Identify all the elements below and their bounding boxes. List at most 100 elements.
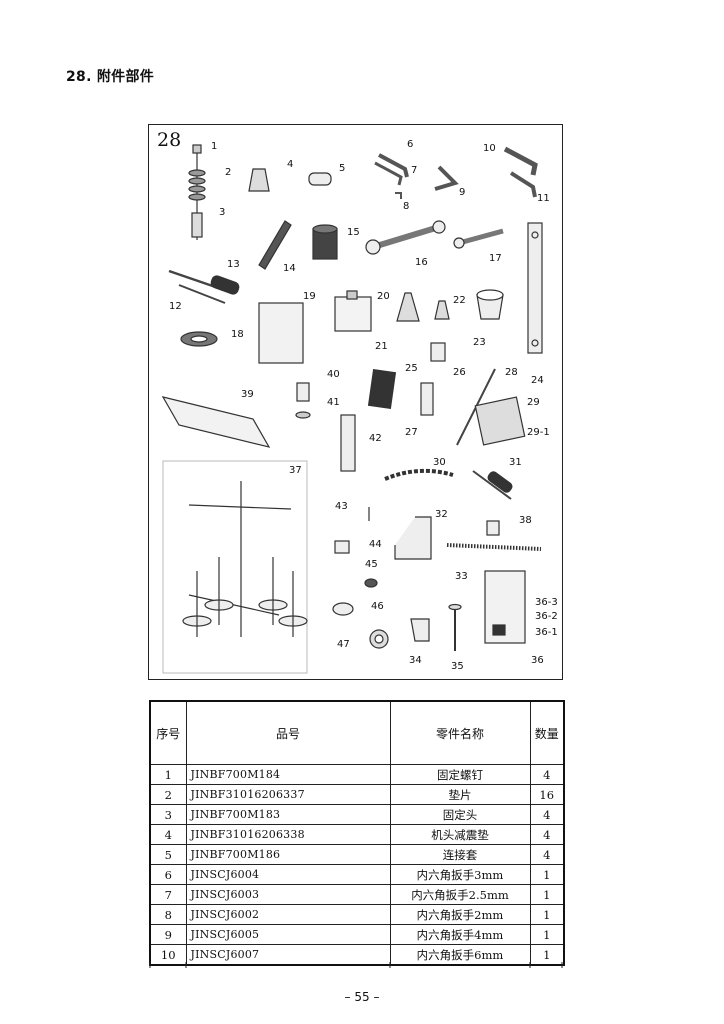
cell-part-number: JINBF700M184 [185, 764, 391, 785]
callout-2: 2 [225, 167, 231, 178]
cell-seq: 10 [149, 944, 187, 966]
callout-11: 11 [537, 193, 550, 204]
cell-quantity: 4 [529, 804, 565, 825]
callout-36-3: 36-3 [535, 597, 558, 608]
cell-part-name: 内六角扳手3mm [389, 864, 531, 885]
callout-31: 31 [509, 457, 522, 468]
callout-44: 44 [369, 539, 382, 550]
cell-part-name: 固定头 [389, 804, 531, 825]
callout-46: 46 [371, 601, 384, 612]
callout-47: 47 [337, 639, 350, 650]
cell-part-number: JINSCJ6004 [185, 864, 391, 885]
cell-part-number: JINBF31016206337 [185, 784, 391, 805]
header-quantity: 数量 [529, 700, 565, 765]
callout-6: 6 [407, 139, 413, 150]
callout-28: 28 [505, 367, 518, 378]
section-title: 28. 附件部件 [66, 69, 155, 85]
callout-17: 17 [489, 253, 502, 264]
cell-part-name: 内六角扳手4mm [389, 924, 531, 945]
callout-20: 20 [377, 291, 390, 302]
cell-quantity: 4 [529, 844, 565, 865]
callout-14: 14 [283, 263, 296, 274]
callout-34: 34 [409, 655, 422, 666]
callout-13: 13 [227, 259, 240, 270]
callout-36-1: 36-1 [535, 627, 558, 638]
cell-part-name: 垫片 [389, 784, 531, 805]
cell-seq: 9 [149, 924, 187, 945]
cell-part-name: 机头减震垫 [389, 824, 531, 845]
cell-part-number: JINSCJ6005 [185, 924, 391, 945]
callout-24: 24 [531, 375, 544, 386]
cell-quantity: 1 [529, 884, 565, 905]
cell-quantity: 4 [529, 824, 565, 845]
cell-part-name: 内六角扳手2mm [389, 904, 531, 925]
cell-quantity: 1 [529, 864, 565, 885]
callout-36: 36 [531, 655, 544, 666]
cell-seq: 5 [149, 844, 187, 865]
cell-seq: 3 [149, 804, 187, 825]
table-continuation-lines [149, 962, 563, 968]
callout-21: 21 [375, 341, 388, 352]
cell-part-number: JINSCJ6003 [185, 884, 391, 905]
header-part-name: 零件名称 [389, 700, 531, 765]
cell-part-number: JINSCJ6007 [185, 944, 391, 966]
cell-part-number: JINBF700M186 [185, 844, 391, 865]
callout-32: 32 [435, 509, 448, 520]
callout-9: 9 [459, 187, 465, 198]
callout-27: 27 [405, 427, 418, 438]
cell-seq: 2 [149, 784, 187, 805]
cell-part-name: 固定螺钉 [389, 764, 531, 785]
table-header-row: 序号 品号 零件名称 数量 [149, 700, 565, 765]
cell-part-name: 内六角扳手2.5mm [389, 884, 531, 905]
callout-1: 1 [211, 141, 217, 152]
header-part-number: 品号 [185, 700, 391, 765]
header-seq: 序号 [149, 700, 187, 765]
callout-5: 5 [339, 163, 345, 174]
callout-45: 45 [365, 559, 378, 570]
callout-7: 7 [411, 165, 417, 176]
cell-part-number: JINBF700M183 [185, 804, 391, 825]
callout-22: 22 [453, 295, 466, 306]
callout-38: 38 [519, 515, 532, 526]
callout-3: 3 [219, 207, 225, 218]
callout-42: 42 [369, 433, 382, 444]
cell-part-number: JINSCJ6002 [185, 904, 391, 925]
cell-part-name: 内六角扳手6mm [389, 944, 531, 966]
cell-part-name: 连接套 [389, 844, 531, 865]
callout-30: 30 [433, 457, 446, 468]
callout-18: 18 [231, 329, 244, 340]
cell-quantity: 16 [529, 784, 565, 805]
callout-43: 43 [335, 501, 348, 512]
figure-number: 28 [157, 129, 182, 151]
callout-15: 15 [347, 227, 360, 238]
cell-part-number: JINBF31016206338 [185, 824, 391, 845]
cell-seq: 4 [149, 824, 187, 845]
callout-26: 26 [453, 367, 466, 378]
page-number: – 55 – [344, 990, 380, 1004]
callout-41: 41 [327, 397, 340, 408]
callout-29: 29 [527, 397, 540, 408]
callout-40: 40 [327, 369, 340, 380]
callout-25: 25 [405, 363, 418, 374]
callout-37: 37 [289, 465, 302, 476]
callout-19: 19 [303, 291, 316, 302]
cell-seq: 7 [149, 884, 187, 905]
callout-35: 35 [451, 661, 464, 672]
cell-seq: 1 [149, 764, 187, 785]
cell-seq: 8 [149, 904, 187, 925]
callout-16: 16 [415, 257, 428, 268]
cell-quantity: 1 [529, 904, 565, 925]
callout-4: 4 [287, 159, 293, 170]
callout-36-2: 36-2 [535, 611, 558, 622]
